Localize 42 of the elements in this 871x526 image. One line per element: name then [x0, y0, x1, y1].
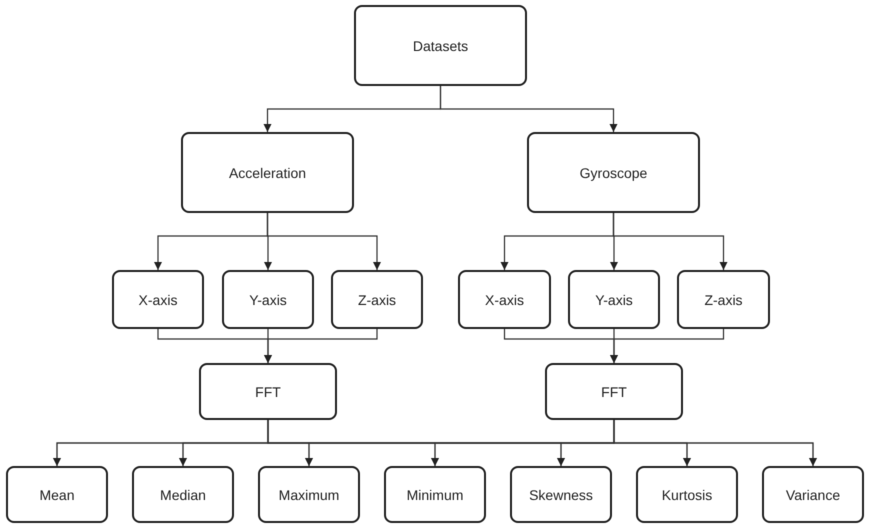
process-box: [258, 466, 360, 523]
arrow: [610, 329, 724, 363]
process-box: [458, 270, 551, 329]
arrow: [612, 213, 728, 270]
process-box: [527, 132, 700, 213]
process-box: [636, 466, 738, 523]
box-label: Kurtosis: [662, 486, 712, 502]
box-label: Mean: [39, 486, 75, 502]
process-box: [132, 466, 234, 523]
box-label: Skewness: [529, 486, 593, 502]
process-box: [545, 363, 683, 420]
box-label: Gyroscope: [580, 164, 648, 180]
box-label: Z-axis: [704, 292, 743, 308]
process-box: [331, 270, 423, 329]
process-box: [677, 270, 770, 329]
box-label: Maximum: [278, 486, 340, 502]
box-label: X-axis: [485, 292, 524, 308]
box-label: X-axis: [138, 292, 178, 308]
process-box: [510, 466, 612, 523]
box-label: Acceleration: [228, 164, 306, 180]
process-box: [384, 466, 486, 523]
box-label: FFT: [255, 384, 281, 400]
box-label: Y-axis: [249, 292, 287, 308]
arrow: [440, 86, 618, 132]
process-box: [181, 132, 354, 213]
process-box: [6, 466, 108, 523]
process-box: [222, 270, 314, 329]
process-box: [568, 270, 660, 329]
box-label: Variance: [786, 486, 840, 502]
box-label: Z-axis: [358, 292, 396, 308]
box-label: Datasets: [412, 38, 468, 54]
process-box: [112, 270, 204, 329]
box-label: Minimum: [406, 486, 464, 502]
arrow: [613, 420, 817, 466]
box-label: Median: [160, 486, 206, 502]
box-label: FFT: [601, 384, 627, 400]
box-label: Y-axis: [595, 292, 633, 308]
arrow: [264, 329, 378, 363]
process-box: [354, 5, 527, 86]
arrow: [266, 213, 381, 270]
process-box: [762, 466, 864, 523]
process-box: [199, 363, 337, 420]
